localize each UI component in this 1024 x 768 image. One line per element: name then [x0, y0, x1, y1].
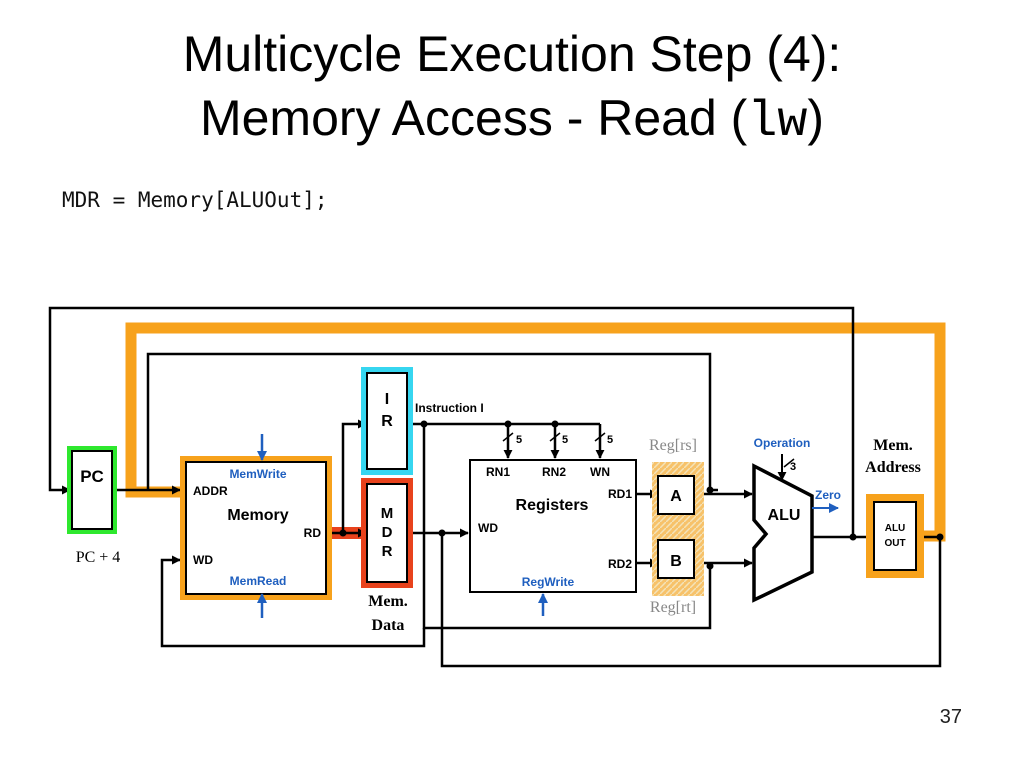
mem-data-label-1: Mem. — [368, 593, 408, 610]
memory-unit: MemWrite ADDR Memory RD WD MemRead — [180, 456, 332, 600]
rn1-label: RN1 — [486, 465, 510, 479]
ir-label-2: R — [381, 413, 393, 430]
alu-label: ALU — [768, 507, 801, 524]
instruction-label: Instruction I — [415, 401, 484, 415]
zero-label: Zero — [815, 488, 841, 502]
pc-register: PC — [67, 446, 117, 534]
operation-width: 3 — [790, 461, 796, 473]
pc-label: PC — [80, 467, 104, 486]
wn-label: WN — [590, 465, 610, 479]
memwrite-label: MemWrite — [229, 467, 286, 481]
memory-wd-label: WD — [193, 553, 213, 567]
register-file: RN1 RN2 WN RD1 Registers WD RD2 RegWrite — [469, 459, 637, 593]
aluout-label-2: OUT — [884, 538, 905, 549]
alu: ALU — [752, 463, 814, 603]
ir-label-1: I — [385, 391, 389, 408]
a-register: A — [657, 475, 695, 515]
junction-dots — [339, 420, 944, 570]
rd1-label: RD1 — [608, 487, 632, 501]
b-register: B — [657, 539, 695, 579]
slide-title: Multicycle Execution Step (4): Memory Ac… — [0, 22, 1024, 155]
reg-wd-label: WD — [478, 521, 498, 535]
slide-number: 37 — [939, 706, 962, 728]
mem-address-label-1: Mem. — [873, 437, 913, 454]
aluout-label-1: ALU — [885, 523, 906, 534]
memread-label: MemRead — [230, 574, 287, 588]
aluout-register: ALU OUT — [866, 494, 924, 578]
rn2-label: RN2 — [542, 465, 566, 479]
pc-plus-4-label: PC + 4 — [76, 549, 121, 566]
b-label: B — [670, 553, 682, 570]
mem-address-label-2: Address — [865, 459, 921, 476]
rd2-label: RD2 — [608, 557, 632, 571]
a-label: A — [670, 488, 682, 505]
mdr-label-1: M — [381, 505, 394, 522]
wn-width: 5 — [607, 434, 613, 446]
reg-rs-label: Reg[rs] — [649, 437, 697, 454]
memory-rd-label: RD — [304, 526, 322, 540]
mem-data-label-2: Data — [372, 617, 405, 634]
regwrite-label: RegWrite — [522, 575, 575, 589]
title-line-1: Multicycle Execution Step (4): — [182, 26, 842, 82]
memory-addr-label: ADDR — [193, 484, 228, 498]
title-line-2-code: lw — [747, 94, 808, 151]
code-statement: MDR = Memory[ALUOut]; — [62, 188, 328, 212]
rn2-width: 5 — [562, 434, 568, 446]
mdr-label-2: D — [382, 524, 393, 541]
title-line-2-suffix: ) — [807, 90, 825, 146]
instruction-register: I R — [361, 367, 413, 475]
registers-title: Registers — [516, 497, 589, 514]
mdr-register: M D R — [361, 478, 413, 588]
operation-label: Operation — [754, 436, 811, 450]
reg-rt-label: Reg[rt] — [650, 599, 696, 616]
mdr-label-3: R — [382, 543, 393, 560]
memory-title: Memory — [227, 507, 288, 524]
rn1-width: 5 — [516, 434, 522, 446]
title-line-2-prefix: Memory Access - Read ( — [199, 90, 748, 146]
